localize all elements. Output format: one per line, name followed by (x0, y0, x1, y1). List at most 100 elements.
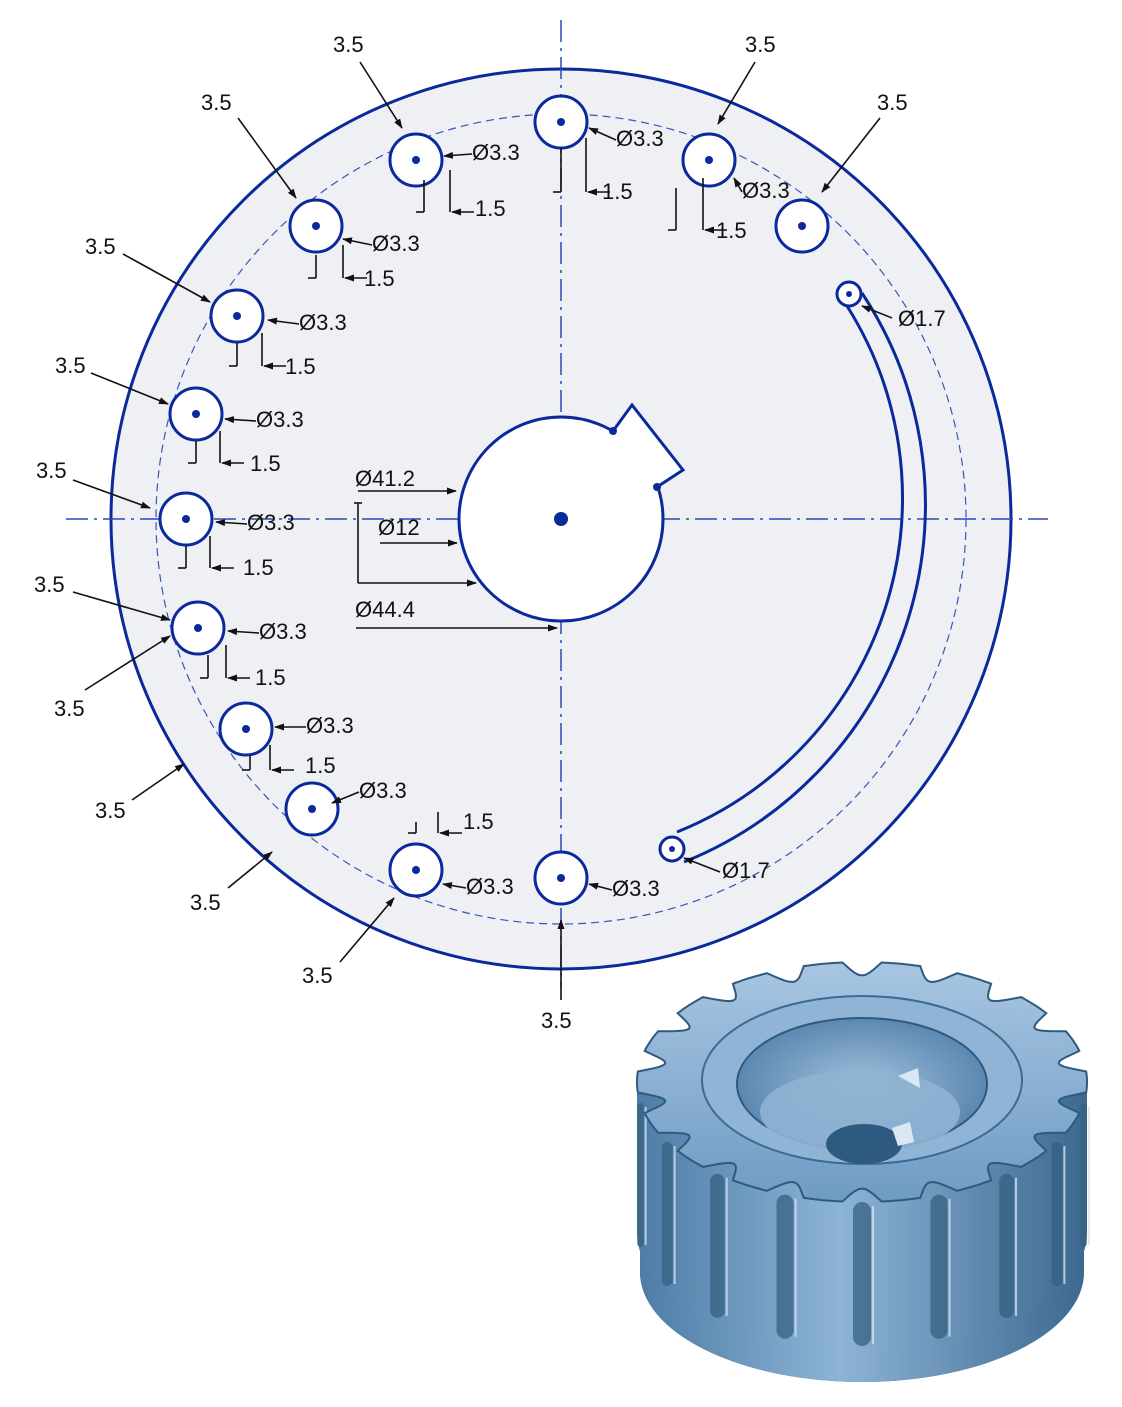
dimension-line (90, 372, 169, 405)
dimension-line (331, 791, 360, 804)
bore-center-point (554, 512, 568, 526)
keyway-top (898, 1068, 920, 1088)
tooth-groove (661, 1142, 673, 1286)
offset-label: 1.5 (285, 354, 316, 379)
edge-distance-label: 3.5 (54, 696, 85, 721)
edge-distance-label: 3.5 (36, 458, 67, 483)
dimension-line (861, 305, 893, 319)
edge-distance-label: 3.5 (745, 32, 776, 57)
slot-end-label: Ø1.7 (898, 306, 946, 331)
offset-label: 1.5 (716, 218, 747, 243)
hole-center-point (412, 866, 420, 874)
hole-center-point (192, 410, 200, 418)
dimension-line (588, 882, 613, 891)
edge-distance-label: 3.5 (34, 572, 65, 597)
hole-center-point (194, 624, 202, 632)
hole-diameter-label: Ø3.3 (259, 619, 307, 644)
offset-label: 1.5 (250, 451, 281, 476)
dimension-annotation-group: Ø3.3Ø3.3Ø3.3Ø3.3Ø3.3Ø3.3Ø3.3Ø3.3Ø3.3Ø3.3… (34, 32, 946, 1033)
dimension-line (683, 857, 721, 873)
hole-center-point (798, 222, 806, 230)
bore-dim-12-label: Ø12 (378, 515, 420, 540)
offset-label: 1.5 (463, 809, 494, 834)
dimension-line (215, 519, 248, 527)
keyway-profile[interactable] (611, 402, 686, 489)
edge-distance-label: 3.5 (302, 963, 333, 988)
edge-distance-label: 3.5 (333, 32, 364, 57)
edge-distance-label: 3.5 (190, 890, 221, 915)
offset-label: 1.5 (255, 665, 286, 690)
hole-diameter-label: Ø3.3 (247, 510, 295, 535)
dimension-line (442, 882, 467, 889)
tooth-groove (776, 1194, 794, 1339)
edge-distance-label: 3.5 (95, 798, 126, 823)
edge-distance-label: 3.5 (85, 234, 116, 259)
offset-label: 1.5 (364, 266, 395, 291)
arc-slot-outer-edge[interactable] (676, 305, 905, 834)
dimension-line (131, 763, 185, 801)
hole-center-point (242, 725, 250, 733)
edge-distance-label: 3.5 (877, 90, 908, 115)
tooth-groove (1080, 1102, 1087, 1247)
slot-end-group (658, 280, 863, 863)
keyway-point (653, 483, 661, 491)
hole-center-point (705, 156, 713, 164)
dimension-line (227, 628, 260, 636)
arc-slot-inner-edge[interactable] (683, 292, 927, 864)
dimension-line (443, 151, 473, 159)
edge-distance-label: 3.5 (541, 1008, 572, 1033)
dimension-line (122, 253, 211, 303)
bore-dim-41-label: Ø41.2 (355, 466, 415, 491)
offset-label: 1.5 (305, 753, 336, 778)
edge-distance-label: 3.5 (201, 90, 232, 115)
tooth-groove (930, 1194, 948, 1339)
dimension-line (717, 61, 756, 125)
hole-center-point (182, 515, 190, 523)
tooth-groove (999, 1173, 1014, 1318)
shaft-hole (826, 1124, 902, 1164)
hole-diameter-label: Ø3.3 (256, 407, 304, 432)
hole-diameter-label: Ø3.3 (299, 310, 347, 335)
dimension-line (733, 177, 743, 193)
slot-end-center (846, 291, 852, 297)
tooth-groove (853, 1202, 871, 1346)
hole-center-point (557, 874, 565, 882)
timing-pulley-3d-icon (636, 961, 1090, 1382)
hole-diameter-label: Ø3.3 (616, 126, 664, 151)
bore-dimension-group: Ø41.2 Ø12 Ø44.4 (354, 466, 558, 632)
dimension-line (342, 237, 373, 246)
hole-center-point (312, 222, 320, 230)
hole-diameter-label: Ø3.3 (612, 876, 660, 901)
dimension-line (267, 317, 300, 325)
bore-dim-44-label: Ø44.4 (355, 597, 415, 622)
hole-diameter-label: Ø3.3 (372, 231, 420, 256)
dimension-line (84, 635, 171, 691)
edge-distance-label: 3.5 (55, 353, 86, 378)
dimension-line (72, 591, 171, 621)
hole-diameter-label: Ø3.3 (359, 778, 407, 803)
dimension-line (588, 127, 617, 141)
mounting-hole-group (158, 94, 830, 906)
slot-end-label: Ø1.7 (722, 858, 770, 883)
tooth-groove (710, 1173, 725, 1318)
offset-label: 1.5 (602, 179, 633, 204)
tooth-groove (1051, 1142, 1063, 1286)
keyway-notch (892, 1122, 914, 1146)
hole-center-point (233, 312, 241, 320)
dimension-line (72, 479, 151, 509)
dimension-line (224, 416, 257, 424)
offset-label: 1.5 (475, 196, 506, 221)
dimension-line (359, 61, 403, 129)
hole-center-point (412, 156, 420, 164)
hole-center-point (557, 118, 565, 126)
hole-center-point (308, 805, 316, 813)
offset-label: 1.5 (243, 555, 274, 580)
hole-diameter-label: Ø3.3 (306, 713, 354, 738)
dimension-line (237, 117, 297, 199)
hole-diameter-label: Ø3.3 (472, 140, 520, 165)
slot-end-center (669, 846, 675, 852)
hole-diameter-label: Ø3.3 (466, 874, 514, 899)
keyway-point (609, 427, 617, 435)
